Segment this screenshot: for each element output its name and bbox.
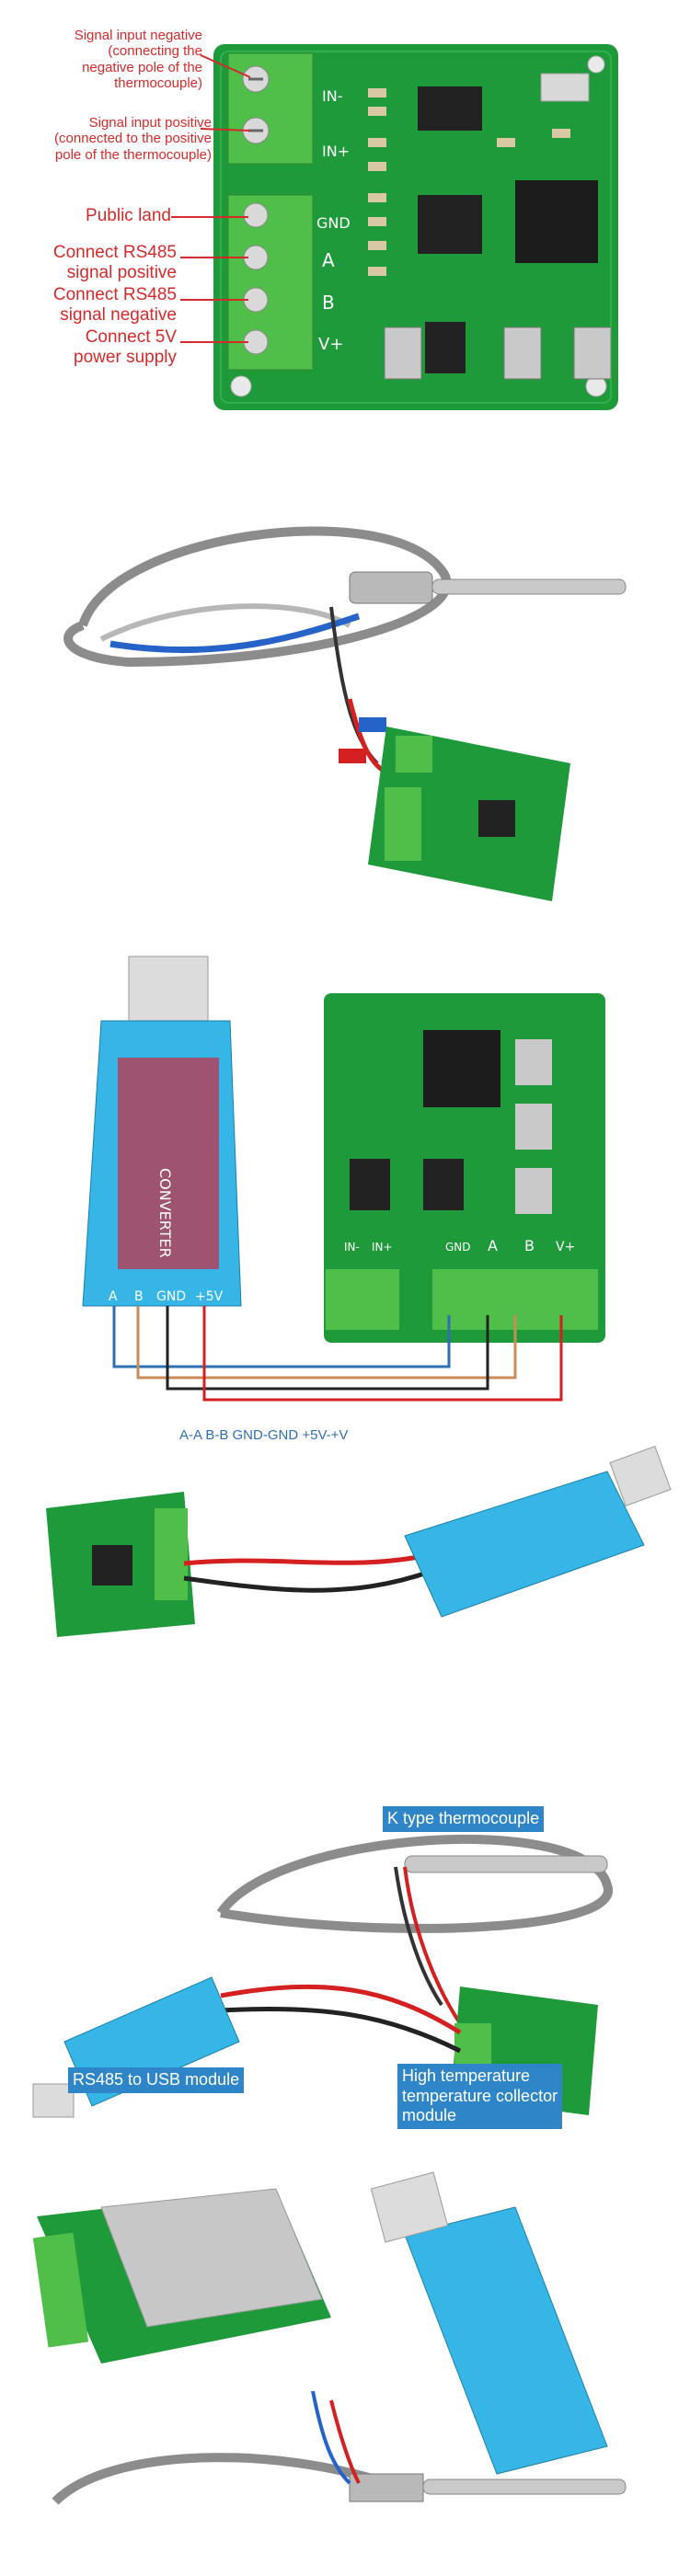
input-terminal	[326, 1269, 399, 1330]
label-line: Connect 5V	[85, 327, 177, 347]
probe-tip	[431, 578, 627, 595]
board-pin: V+	[556, 1240, 575, 1254]
chip	[425, 322, 466, 373]
label-signal-negative: Signal input negative (connecting the ne…	[9, 28, 202, 91]
capacitor	[503, 326, 542, 380]
label-line: (connecting the	[108, 43, 202, 60]
probe-thread	[349, 571, 433, 604]
tag-line: temperature collector	[402, 2086, 558, 2105]
mark-in-plus: IN+	[322, 143, 350, 160]
usb-converter	[404, 2206, 608, 2475]
braided-cable	[63, 526, 452, 668]
wiring-mapping: A-A B-B GND-GND +5V-+V	[179, 1427, 349, 1443]
usb-plug	[128, 956, 209, 1022]
usb-plug	[609, 1445, 672, 1507]
mark-gnd: GND	[316, 214, 351, 232]
usb-converter	[404, 1471, 645, 1618]
wire-gnd	[166, 1306, 489, 1391]
chip	[418, 86, 482, 131]
label-rs485-positive: Connect RS485 signal positive	[18, 243, 177, 283]
label-line: thermocouple)	[114, 74, 202, 91]
board-pin: IN+	[372, 1241, 393, 1254]
panel-thermocouple-photo	[0, 460, 690, 938]
mark-in-minus: IN-	[322, 87, 342, 105]
label-line: Signal input positive	[88, 115, 212, 131]
pcb-board	[213, 44, 618, 410]
converter-text: CONVERTER	[156, 1168, 174, 1258]
label-5v-power: Connect 5V power supply	[18, 327, 177, 368]
panel-board-annotated: IN- IN+ GND A B V+ Signal input negative…	[0, 0, 690, 460]
wire-b	[136, 1306, 517, 1380]
chip	[418, 195, 482, 254]
wire-5v	[202, 1306, 563, 1402]
usb-plug	[32, 2083, 75, 2118]
usb-plug	[370, 2171, 449, 2243]
label-rs485-negative: Connect RS485 signal negative	[18, 285, 177, 326]
panel-wiring-legend: A-A B-B GND-GND +5V-+V	[0, 1416, 690, 1775]
mark-vplus: V+	[318, 335, 343, 354]
label-line: negative pole of the	[82, 59, 202, 75]
label-line: Connect RS485	[52, 285, 177, 304]
modules-illustration	[46, 1445, 672, 1637]
label-public-land: Public land	[86, 206, 171, 225]
mounting-hole	[587, 55, 605, 74]
conv-pin-gnd: GND	[156, 1289, 186, 1304]
label-line: power supply	[74, 347, 177, 367]
wire-a	[112, 1306, 451, 1368]
board-pin: A	[488, 1237, 498, 1254]
label-signal-positive: Signal input positive (connected to the …	[0, 115, 212, 163]
probe-tip	[422, 2479, 627, 2495]
board-pin: IN-	[344, 1241, 360, 1254]
tag-rs485-usb-module: RS485 to USB module	[68, 2067, 245, 2093]
label-line: (connected to the positive	[54, 131, 212, 147]
tag-collector-module: High temperature temperature collector m…	[397, 2064, 563, 2129]
thermocouple-illustration	[63, 526, 627, 901]
label-line: signal negative	[60, 304, 177, 325]
tag-k-type-thermocouple: K type thermocouple	[383, 1806, 545, 1832]
capacitor	[573, 326, 612, 380]
assembly-illustration	[32, 1834, 613, 2118]
output-terminal	[227, 194, 314, 371]
label-line: pole of the thermocouple)	[54, 146, 212, 163]
crystal	[540, 73, 590, 102]
board-pin: B	[524, 1237, 535, 1254]
tag-line: module	[402, 2106, 457, 2125]
braided-cable	[216, 1834, 613, 1933]
label-line: Signal input negative	[74, 28, 202, 43]
panel-converter-wiring: CONVERTER A B GND +5V IN- IN+ GND A B V+	[0, 938, 690, 1416]
metal-shield	[100, 2188, 323, 2328]
mounting-hole	[230, 375, 252, 397]
conv-pin-a: A	[109, 1289, 118, 1304]
contents-illustration	[32, 2171, 627, 2505]
mcu-chip	[515, 180, 598, 263]
converter-illustration: CONVERTER A B GND +5V IN- IN+ GND A B V+	[82, 956, 605, 1402]
input-terminal	[227, 52, 314, 165]
board-illustration: IN- IN+ GND A B V+	[171, 44, 618, 410]
panel-tagged-assembly: K type thermocouple RS485 to USB module …	[0, 1775, 690, 2170]
conv-pin-5v: +5V	[195, 1289, 224, 1304]
mark-b: B	[322, 292, 335, 314]
label-line: Connect RS485	[52, 243, 177, 262]
conv-pin-b: B	[134, 1289, 144, 1304]
capacitor	[384, 326, 422, 380]
panel-product-contents	[0, 2170, 690, 2572]
tag-line: High temperature	[402, 2067, 531, 2085]
label-line: signal positive	[66, 262, 177, 282]
board-pin: GND	[445, 1241, 471, 1254]
mark-a: A	[322, 249, 335, 271]
probe-tip	[404, 1855, 608, 1873]
